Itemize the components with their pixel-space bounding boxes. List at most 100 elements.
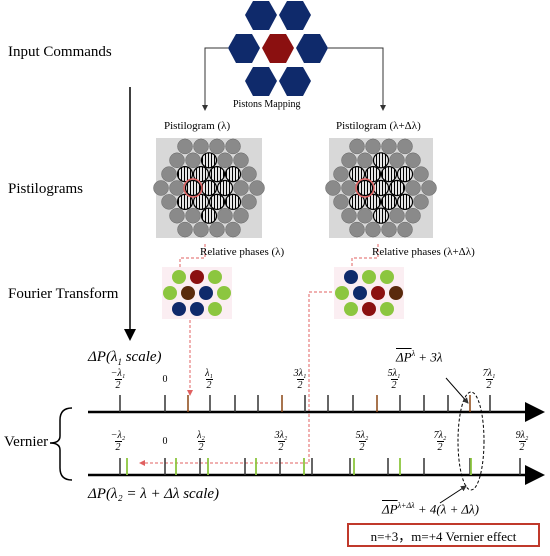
- piston-disk: [216, 179, 234, 197]
- piston-disk: [349, 221, 365, 238]
- piston-disk: [381, 138, 397, 155]
- phase-dot: [217, 286, 231, 300]
- scale1-tick-denominator: 2: [296, 379, 304, 391]
- phase-dot: [172, 270, 186, 284]
- piston-disk: [209, 138, 225, 155]
- scale2-tick-denominator: 2: [436, 441, 444, 453]
- scale1-tick-numerator: −λ₁: [110, 368, 126, 379]
- pistilogram-left-title: Pistilogram (λ): [164, 120, 231, 132]
- phase-dot: [163, 286, 177, 300]
- phase-connector-right: [351, 244, 379, 285]
- scale2-tick-numerator: 7λ₂: [433, 430, 447, 441]
- piston-disk: [380, 166, 398, 183]
- scale2-tick-numerator: 5λ₂: [355, 430, 369, 441]
- piston-disk: [169, 180, 185, 196]
- piston-disk: [341, 207, 357, 224]
- piston-disk: [341, 180, 357, 196]
- scale2-ticks: [119, 458, 521, 475]
- piston-disk: [169, 207, 185, 224]
- piston-disk: [225, 221, 241, 238]
- scale1-label: ΔP(λ1 scale): [88, 349, 162, 367]
- piston-disk: [208, 193, 226, 210]
- piston-disk: [389, 207, 405, 224]
- piston-disk: [388, 179, 406, 197]
- phase-dot: [380, 270, 394, 284]
- annotation-top: ΔPλ + 3λ: [396, 349, 443, 365]
- scale1-tick-numerator: 7λ₁: [482, 368, 496, 379]
- phase-dot: [353, 286, 367, 300]
- coincidence-ellipse: [457, 391, 485, 491]
- scale2-tick-numerator: −λ₂: [110, 430, 126, 441]
- scale1-tick-numerator: 3λ₁: [293, 368, 307, 379]
- phase-dot: [181, 286, 195, 300]
- scale2-tick-denominator: 2: [197, 441, 205, 453]
- phase-dot: [199, 286, 213, 300]
- piston-disk: [161, 194, 177, 210]
- scale1-ticks: [119, 395, 491, 412]
- piston-disk: [176, 166, 194, 183]
- label-pistilograms: Pistilograms: [8, 181, 84, 197]
- piston-disk: [357, 152, 373, 169]
- piston-disk: [233, 207, 249, 224]
- piston-disk: [224, 166, 242, 183]
- hex-segment: [279, 67, 311, 96]
- piston-disk: [225, 138, 241, 155]
- hex-segment: [228, 34, 260, 63]
- phase-dot: [335, 286, 349, 300]
- mapping-arrow-left: [202, 47, 228, 111]
- piston-disk: [200, 207, 218, 224]
- phase-dot: [344, 302, 358, 316]
- piston-disk: [333, 166, 349, 182]
- label-fourier-transform: Fourier Transform: [8, 286, 119, 302]
- piston-disk: [364, 193, 382, 210]
- hex-segment: [279, 1, 311, 30]
- phase-dot: [380, 302, 394, 316]
- phase-dot: [208, 270, 222, 284]
- piston-disk: [177, 221, 193, 238]
- scale2-tick-numerator: 3λ₂: [274, 430, 288, 441]
- vernier-effect-text: n=+3，m=+4 Vernier effect: [370, 528, 517, 544]
- relative-phases-right-title: Relative phases (λ+Δλ): [372, 246, 475, 258]
- reference-piston-ring: [355, 178, 375, 198]
- piston-disk: [372, 179, 390, 197]
- relative-phases-right: [334, 267, 404, 319]
- piston-disk: [185, 152, 201, 169]
- piston-disk: [184, 179, 202, 197]
- pistilogram-right-title: Pistilogram (λ+Δλ): [336, 120, 421, 132]
- piston-disk: [325, 180, 341, 196]
- piston-disk: [380, 193, 398, 210]
- piston-disk: [405, 207, 421, 224]
- pistilogram-left: [153, 138, 265, 238]
- piston-disk: [185, 207, 201, 224]
- scale2-tick-denominator: 2: [358, 441, 366, 453]
- phase-dot: [172, 302, 186, 316]
- phase-dot: [371, 286, 385, 300]
- piston-disk: [349, 138, 365, 155]
- scale2-tick-denominator: 2: [114, 441, 122, 453]
- phase-dot: [190, 270, 204, 284]
- piston-disk: [153, 180, 169, 196]
- relative-phases-left-title: Relative phases (λ): [200, 246, 285, 258]
- scale1-tick-numerator: 5λ₁: [387, 368, 401, 379]
- piston-disk: [176, 193, 194, 210]
- annotation-pointer-top: [445, 377, 469, 404]
- pistons-mapping-label: Pistons Mapping: [233, 99, 301, 110]
- piston-disk: [365, 138, 381, 155]
- piston-disk: [333, 194, 349, 210]
- piston-disk: [161, 166, 177, 182]
- piston-disk: [193, 138, 209, 155]
- annotation-pointer-bottom: [439, 485, 467, 504]
- pistilogram-right: [325, 138, 437, 238]
- hex-segment-center: [262, 34, 294, 63]
- piston-disk: [233, 152, 249, 169]
- mapping-arrow-right: [328, 47, 386, 111]
- hex-segment: [245, 67, 277, 96]
- piston-disk: [169, 152, 185, 169]
- piston-disk: [241, 166, 257, 182]
